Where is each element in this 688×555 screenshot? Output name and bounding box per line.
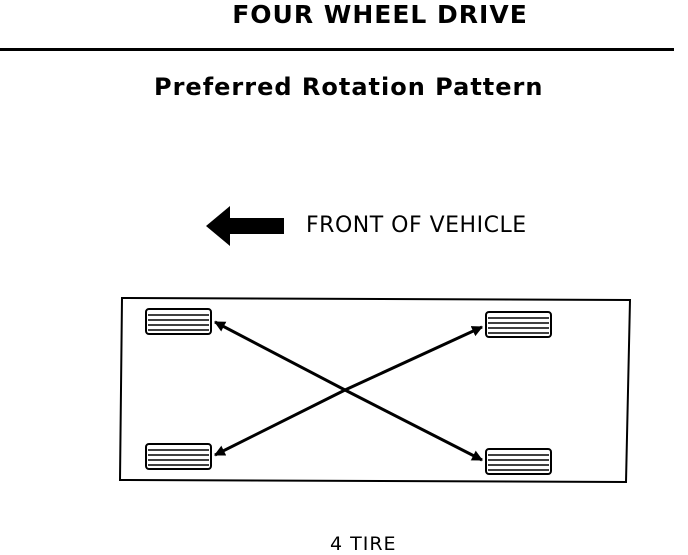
front-of-vehicle-label: FRONT OF VEHICLE <box>306 213 527 238</box>
rotation-arrows <box>214 320 483 462</box>
title-rule <box>0 48 674 51</box>
tire-rear-left-icon <box>145 443 212 470</box>
page-subtitle: Preferred Rotation Pattern <box>154 73 544 101</box>
arrow-rear-left-to-front-right <box>344 325 483 392</box>
tire-front-right-icon <box>485 311 552 338</box>
tire-front-left-icon <box>145 308 212 335</box>
arrow-rear-right-to-front-left <box>214 320 346 392</box>
tire-rear-right-icon <box>485 448 552 475</box>
page-title: FOUR WHEEL DRIVE <box>232 0 528 29</box>
diagram-caption: 4 TIRE <box>330 533 397 555</box>
front-direction-arrow-icon <box>206 206 284 246</box>
arrow-front-left-to-rear-right <box>344 388 483 462</box>
vehicle-body <box>118 296 632 484</box>
arrow-front-right-to-rear-left <box>214 388 346 457</box>
